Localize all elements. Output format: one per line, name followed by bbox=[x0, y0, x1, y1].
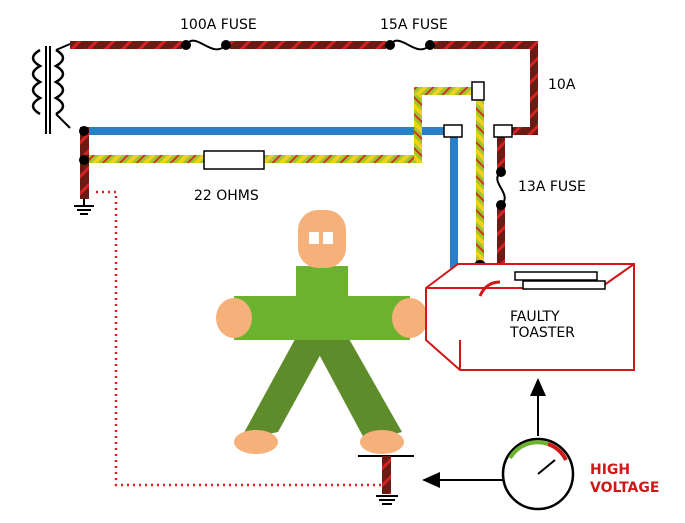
transformer-icon bbox=[31, 43, 71, 134]
fuse-13a-icon bbox=[496, 167, 506, 210]
appliance-label-line1: FAULTY bbox=[510, 309, 560, 325]
warning-label-line2: VOLTAGE bbox=[590, 480, 659, 496]
live-wire bbox=[70, 41, 538, 285]
fuse-100a-label: 100A FUSE bbox=[180, 17, 257, 33]
current-10a-label: 10A bbox=[548, 77, 576, 93]
toaster bbox=[425, 263, 635, 371]
meter-icon bbox=[422, 378, 575, 511]
resistor-icon bbox=[203, 150, 265, 170]
ground-icon bbox=[358, 455, 414, 505]
fuse-100a-icon bbox=[181, 39, 231, 51]
fuse-15a-label: 15A FUSE bbox=[380, 17, 448, 33]
neutral-wire bbox=[84, 124, 513, 280]
ground-icon bbox=[74, 126, 94, 215]
fuse-13a-label: 13A FUSE bbox=[518, 179, 586, 195]
fuse-15a-icon bbox=[385, 39, 435, 51]
person bbox=[216, 210, 428, 454]
earth-wire bbox=[84, 81, 486, 272]
resistor-label: 22 OHMS bbox=[194, 188, 259, 204]
warning-label-line1: HIGH bbox=[590, 462, 630, 478]
appliance-label-line2: TOASTER bbox=[509, 325, 575, 341]
